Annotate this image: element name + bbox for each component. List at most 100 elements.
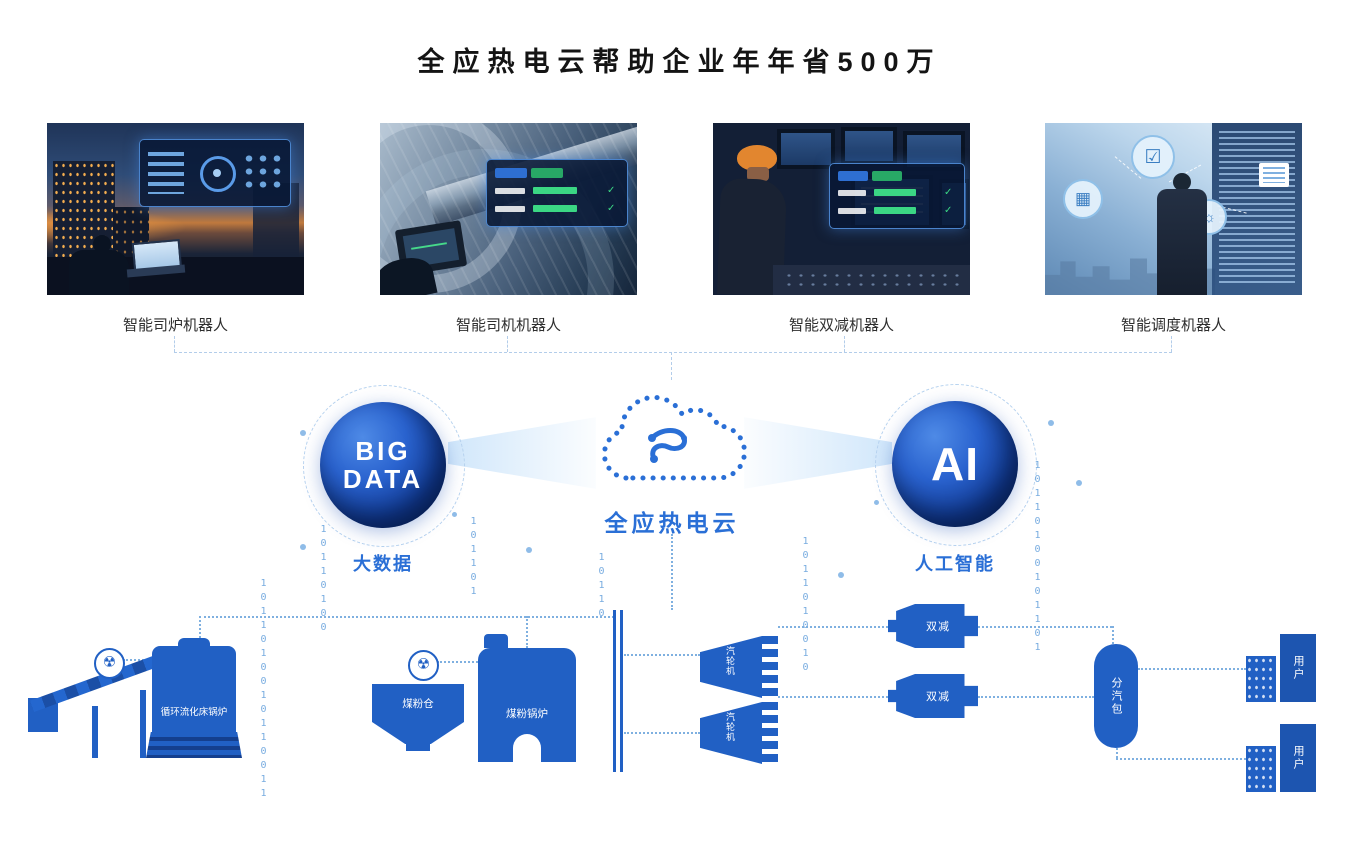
double-reduction-bottom: 双减: [888, 674, 978, 718]
double-reduction-top: 双减: [888, 604, 978, 648]
orbit-dot: [874, 500, 879, 505]
photo-double-reduction-robot: ✓ ✓: [713, 123, 970, 295]
dashed-connector: [978, 696, 1094, 698]
user-building-tower: 用户: [1280, 724, 1316, 792]
dashed-connector: [778, 626, 888, 628]
ai-word: AI: [931, 438, 979, 490]
big-data-word: DATA: [342, 464, 424, 494]
decor-dot: [1076, 480, 1082, 486]
caption-double-reduction-robot: 智能双减机器人: [788, 317, 894, 334]
caption-dispatch-robot: 智能调度机器人: [1120, 317, 1226, 334]
coal-bunker-label: 煤粉仓: [402, 697, 434, 710]
monitor-screen: [845, 131, 893, 161]
orbit-ring: [875, 384, 1037, 546]
binary-column: 10110: [596, 552, 607, 622]
user-building: [1246, 656, 1276, 702]
cfb-boiler-dome: [178, 638, 210, 648]
dashed-connector: [671, 534, 673, 610]
caption-stoker-robot: 智能司炉机器人: [122, 317, 228, 334]
big-data-word: BIG: [355, 435, 411, 466]
decor-dot: [838, 572, 844, 578]
dashed-connector: [844, 336, 845, 352]
pc-boiler-notch: [484, 634, 508, 648]
operator-face: [747, 167, 769, 181]
ai-sphere: AI: [892, 401, 1018, 527]
user-building-tower: 用户: [1280, 634, 1316, 702]
steam-turbine-top: 汽轮机: [700, 636, 762, 698]
cfb-boiler-label: 循环流化床锅炉: [160, 707, 228, 718]
check-icon: ✓: [607, 203, 616, 214]
monitor-screen: [907, 135, 961, 167]
slider-bars-icon: [148, 152, 184, 194]
operator-silhouette: [93, 235, 111, 253]
document-lines: [1263, 167, 1285, 183]
status-chip-green: [872, 171, 902, 181]
orbit-ring: [303, 385, 465, 547]
cloud-label: 全应热电云: [604, 510, 740, 536]
photo-stoker-robot: [47, 123, 304, 295]
row-value-bar: [874, 189, 916, 196]
row-label-bar: [838, 208, 866, 214]
bus-line: [613, 610, 616, 772]
big-data-sphere: BIG DATA: [320, 402, 446, 528]
dashed-connector: [526, 616, 528, 648]
dashed-connector: [1116, 748, 1118, 758]
bus-line: [620, 610, 623, 772]
status-chip-blue: [495, 168, 527, 178]
page-title: 全应热电云帮助企业年年省500万: [417, 47, 942, 77]
check-icon: ✓: [607, 185, 616, 196]
button-grid-icon: [242, 152, 282, 194]
orbit-dot: [1048, 420, 1054, 426]
double-reduction-label: 双减: [926, 691, 950, 703]
binary-column: 1011010010110011: [258, 578, 269, 802]
status-chip-blue: [838, 171, 868, 181]
manager-silhouette: [1157, 189, 1207, 295]
dashed-connector: [199, 616, 614, 618]
photo-driver-robot: ✓ ✓: [380, 123, 637, 295]
operator-silhouette: [69, 250, 129, 295]
binary-column: 1011010010: [800, 536, 811, 676]
dashed-connector: [1112, 626, 1114, 644]
dashed-connector: [978, 626, 1112, 628]
cfb-boiler: 循环流化床锅炉: [152, 646, 236, 734]
photo-dispatch-robot: ☑ ▦ ☼: [1045, 123, 1302, 295]
dashed-connector: [174, 336, 175, 352]
pc-boiler: 煤粉锅炉: [478, 648, 576, 762]
dashed-connector: [624, 654, 700, 656]
gauge-dot: [213, 169, 221, 177]
manager-silhouette: [1173, 173, 1191, 191]
user-label: 用户: [1292, 745, 1304, 771]
hud-panel: ✓ ✓: [829, 163, 965, 229]
turbine-blades: [762, 636, 778, 698]
row-label-bar: [495, 188, 525, 194]
row-value-bar: [533, 205, 577, 212]
pc-boiler-label: 煤粉锅炉: [506, 708, 548, 720]
turbine-label: 汽轮机: [725, 646, 735, 676]
dashed-connector: [199, 616, 201, 646]
radiation-icon: ☢: [94, 648, 125, 679]
control-buttons: [783, 271, 963, 289]
dashed-connector: [437, 661, 478, 663]
chart-icon: ▦: [1063, 179, 1103, 219]
row-label-bar: [838, 190, 866, 196]
verify-glyph: ☑: [1144, 146, 1162, 168]
turbine-blades: [762, 702, 778, 764]
orbit-dot: [452, 512, 457, 517]
row-value-bar: [874, 207, 916, 214]
monitor-screen: [781, 133, 831, 165]
cloud-logo: [601, 394, 747, 481]
radiation-icon: ☢: [408, 650, 439, 681]
decor-dot: [300, 544, 306, 550]
conveyor-leg: [92, 706, 98, 758]
dashed-connector: [1116, 758, 1246, 760]
gauge-icon: [200, 156, 236, 192]
dashed-connector: [624, 732, 700, 734]
steam-turbine-bottom: 汽轮机: [700, 702, 762, 764]
status-chip-green: [531, 168, 563, 178]
user-building: [1246, 746, 1276, 792]
hud-panel: ✓ ✓: [486, 159, 628, 227]
verify-icon: ☑: [1131, 135, 1175, 179]
dashed-connector: [174, 352, 1172, 353]
binary-column: 10110100101101: [1032, 460, 1043, 656]
